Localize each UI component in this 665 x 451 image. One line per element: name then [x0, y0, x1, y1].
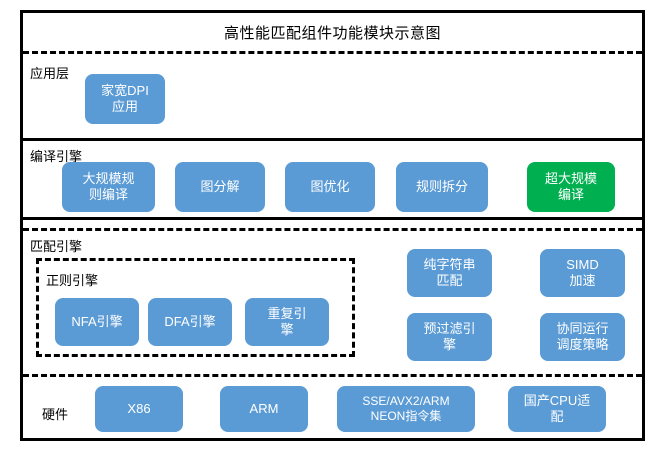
node-domestic-cpu-adaptation[interactable]: 国产CPU适 配 [508, 386, 606, 432]
node-graph-decomposition[interactable]: 图分解 [175, 162, 265, 212]
node-large-scale-rule-compile[interactable]: 大规模规 则编译 [62, 162, 155, 212]
layer-label-application: 应用层 [30, 66, 70, 81]
separator-match-hardware [23, 374, 642, 377]
node-x86[interactable]: X86 [95, 386, 183, 432]
node-repeat-engine[interactable]: 重复引 擎 [245, 298, 329, 346]
node-simd-acceleration[interactable]: SIMD 加速 [540, 249, 625, 297]
node-nfa-engine[interactable]: NFA引擎 [55, 298, 139, 346]
node-ultra-large-scale-compile[interactable]: 超大规模 编译 [527, 162, 615, 212]
separator-application-compile [23, 138, 642, 141]
layer-label-match-engine: 匹配引擎 [30, 239, 83, 254]
node-prefilter-engine[interactable]: 预过滤引 擎 [407, 313, 492, 361]
separator-compile-match [23, 228, 642, 231]
layer-label-hardware: 硬件 [42, 407, 69, 422]
page-title: 高性能匹配组件功能模块示意图 [223, 24, 441, 42]
regex-engine-group-frame [36, 258, 355, 357]
layer-label-compile-engine: 编译引擎 [30, 149, 83, 164]
node-graph-optimization[interactable]: 图优化 [285, 162, 375, 212]
node-arm[interactable]: ARM [220, 386, 308, 432]
separator-title-application [23, 51, 642, 54]
node-home-broadband-dpi-app[interactable]: 家宽DPI 应用 [85, 74, 165, 124]
node-pure-string-match[interactable]: 纯字符串 匹配 [407, 249, 492, 297]
node-cooperative-scheduling-policy[interactable]: 协同运行 调度策略 [540, 313, 625, 361]
group-label-regex-engine: 正则引擎 [46, 273, 99, 288]
compile-engine-frame [23, 141, 642, 220]
node-sse-avx2-arm-neon-instruction-set[interactable]: SSE/AVX2/ARM NEON指令集 [337, 386, 475, 432]
node-dfa-engine[interactable]: DFA引擎 [148, 298, 232, 346]
diagram-title-band: 高性能匹配组件功能模块示意图 [23, 13, 642, 51]
node-rule-splitting[interactable]: 规则拆分 [396, 162, 488, 212]
